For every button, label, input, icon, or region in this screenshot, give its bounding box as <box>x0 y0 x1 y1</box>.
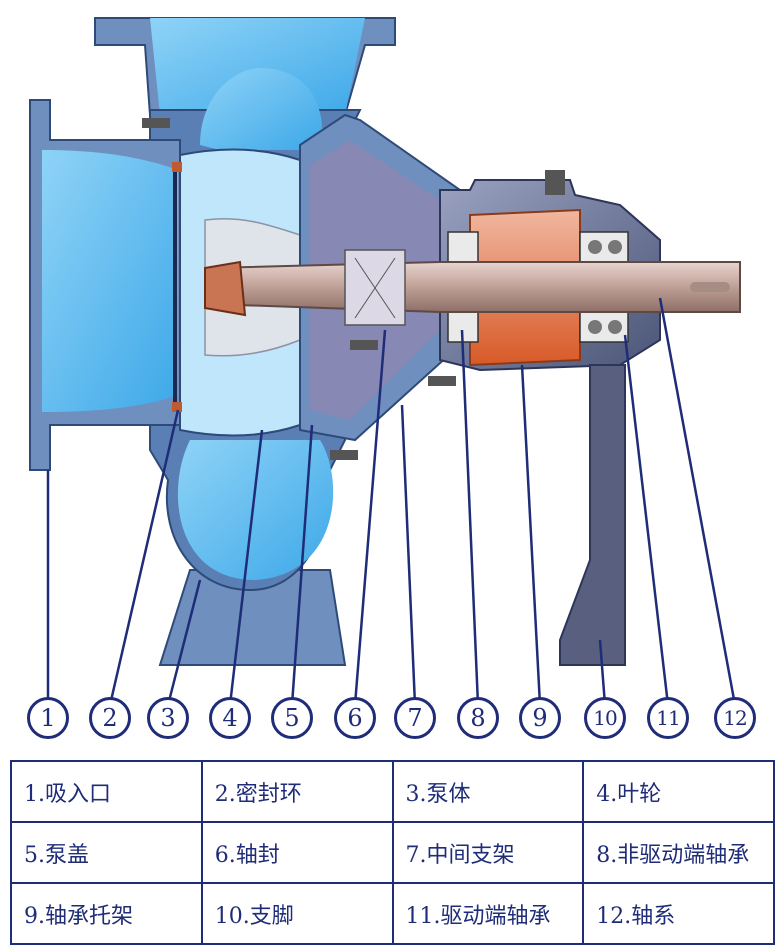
support-leg <box>559 364 626 666</box>
shaft-key <box>690 282 730 292</box>
callout-7: 7 <box>394 697 436 739</box>
callout-12: 12 <box>714 697 756 739</box>
bolt-2 <box>330 450 358 460</box>
nde-bearing-bottom <box>447 311 479 343</box>
seal-ring-top <box>172 162 182 172</box>
discharge-flow <box>150 18 365 115</box>
legend-cell: 10.支脚 <box>200 882 394 945</box>
callout-1: 1 <box>27 697 69 739</box>
legend-cell: 8.非驱动端轴承 <box>582 821 775 884</box>
vent-plug <box>545 170 565 195</box>
volute-lower-flow <box>177 440 334 580</box>
callout-10: 10 <box>584 697 626 739</box>
suction-flow <box>42 150 178 412</box>
legend-row: 1.吸入口 2.密封环 3.泵体 4.叶轮 <box>10 760 775 823</box>
legend-cell: 5.泵盖 <box>10 821 203 884</box>
callout-5: 5 <box>271 697 313 739</box>
ball-1 <box>588 240 602 254</box>
bolt-4 <box>350 340 378 350</box>
legend-row: 9.轴承托架 10.支脚 11.驱动端轴承 12.轴系 <box>10 882 775 945</box>
parts-legend: 1.吸入口 2.密封环 3.泵体 4.叶轮 5.泵盖 6.轴封 7.中间支架 8… <box>10 760 775 945</box>
ball-2 <box>608 240 622 254</box>
callout-8: 8 <box>457 697 499 739</box>
legend-cell: 11.驱动端轴承 <box>391 882 585 945</box>
legend-cell: 9.轴承托架 <box>10 882 203 945</box>
impeller-nut <box>204 260 247 317</box>
callout-3: 3 <box>147 697 189 739</box>
ball-3 <box>588 320 602 334</box>
pump-cross-section <box>29 17 741 666</box>
volute-upper-flow <box>200 68 323 150</box>
nde-bearing-top <box>447 231 479 263</box>
callout-9: 9 <box>519 697 561 739</box>
legend-cell: 1.吸入口 <box>10 760 203 823</box>
callout-6: 6 <box>334 697 376 739</box>
shaft <box>209 261 741 313</box>
callout-11: 11 <box>647 697 689 739</box>
legend-cell: 7.中间支架 <box>391 821 585 884</box>
bolt-1 <box>142 118 170 128</box>
bolt-3 <box>428 376 456 386</box>
seal-hatch-2 <box>354 257 396 319</box>
legend-cell: 4.叶轮 <box>582 760 775 823</box>
ball-4 <box>608 320 622 334</box>
legend-row: 5.泵盖 6.轴封 7.中间支架 8.非驱动端轴承 <box>10 821 775 884</box>
legend-cell: 12.轴系 <box>582 882 775 945</box>
legend-cell: 3.泵体 <box>391 760 585 823</box>
legend-cell: 6.轴封 <box>200 821 394 884</box>
legend-cell: 2.密封环 <box>200 760 394 823</box>
callout-2: 2 <box>89 697 131 739</box>
seal-ring-bottom <box>172 402 182 412</box>
callout-4: 4 <box>209 697 251 739</box>
